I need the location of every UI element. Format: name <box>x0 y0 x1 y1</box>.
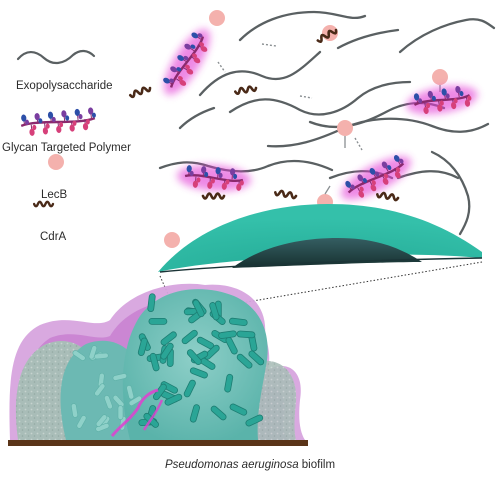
legend-label-lecb: LecB <box>41 189 68 201</box>
species-name: Pseudomonas aeruginosa <box>164 459 299 471</box>
cdra-protein <box>128 86 152 99</box>
bacterium-rod <box>160 342 174 360</box>
bacterium-rod <box>95 414 108 427</box>
lecb-icon <box>48 154 64 170</box>
bacterium-rod <box>160 331 177 346</box>
bacterium-rod <box>189 367 208 379</box>
bacterium-rod <box>228 317 248 327</box>
cdra-protein <box>316 28 338 44</box>
legend-cdra-shape <box>32 200 55 208</box>
cdra-protein <box>274 189 298 200</box>
bacterium-rod <box>245 414 264 427</box>
bacterium-rod <box>72 350 86 361</box>
glycan-polymer <box>163 29 210 95</box>
bacterium-rod <box>204 344 220 360</box>
glycan-polymers <box>163 29 478 200</box>
bacterium-rod <box>117 405 124 420</box>
bacterium-rod <box>112 373 127 381</box>
bacterium-rod <box>147 293 156 313</box>
bacterium-rod <box>94 352 109 360</box>
biofilm <box>8 283 308 446</box>
legend-polymer-shape <box>20 107 96 136</box>
bacterium-rod <box>128 395 143 406</box>
legend-label-cdra: CdrA <box>40 231 67 243</box>
bacterium-rod <box>104 395 113 410</box>
legend-label-exopolysaccharide: Exopolysaccharide <box>16 80 113 92</box>
legend-label-glycan-polymer: Glycan Targeted Polymer <box>2 142 131 154</box>
bacterium-rod <box>148 317 168 325</box>
figure-caption: Pseudomonas aeruginosa biofilm <box>0 459 500 471</box>
caption-suffix: biofilm <box>298 459 336 471</box>
bacterium-rod <box>186 349 202 365</box>
bacterium-rod <box>189 404 200 423</box>
bacterium-rod <box>137 337 148 356</box>
glycan-polymer <box>177 164 251 192</box>
bacterium-rod <box>126 385 135 400</box>
exopolysaccharide-icon <box>16 49 96 65</box>
bacterium-rod <box>88 345 98 360</box>
bacterium-rod <box>183 379 196 398</box>
bacterium-rod <box>236 353 253 369</box>
glycan-polymer <box>406 85 478 115</box>
cdra-network <box>128 28 400 202</box>
bacterium-rod <box>149 352 160 372</box>
bacterium-rod <box>248 350 265 366</box>
glycan-polymer <box>341 155 411 200</box>
cdra-icon <box>32 200 55 208</box>
zoomed-cell <box>158 204 483 280</box>
bacterium-rod <box>70 403 79 418</box>
lecb-network <box>164 10 448 248</box>
bacterium-rod <box>192 299 205 318</box>
cdra-protein <box>234 85 258 96</box>
bacterium-rod <box>210 405 227 421</box>
bacteria-rods <box>70 293 265 432</box>
cdra-protein <box>376 191 400 202</box>
bacterium-rod <box>218 330 237 339</box>
bacterium-rod <box>229 403 248 416</box>
bacterium-rod <box>76 415 87 429</box>
bacterium-rod <box>164 393 183 406</box>
bacterium-rod <box>224 373 234 393</box>
bacterium-rod <box>236 330 256 339</box>
bacterium-rod <box>95 422 110 432</box>
bacterium-rod <box>209 302 220 321</box>
glycan-polymer-icon <box>20 107 96 136</box>
bacterium-rod <box>94 383 106 397</box>
cdra-protein <box>201 192 226 200</box>
bacterium-rod <box>112 394 125 408</box>
